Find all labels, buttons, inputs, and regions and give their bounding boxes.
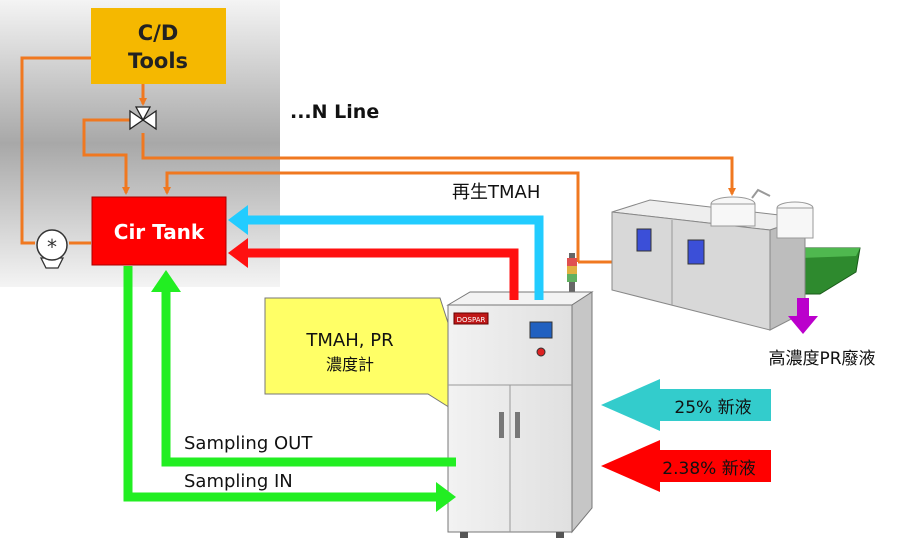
signal-tower (567, 253, 577, 297)
fresh-25-arrow: 25% 新液 (601, 379, 771, 431)
three-way-valve-icon (129, 106, 157, 131)
callout-line2: 濃度計 (326, 355, 374, 374)
regen-tmah-label: 再生TMAH (452, 182, 540, 203)
cd-tools-line1: C/D (138, 21, 179, 45)
cir-tank-box: Cir Tank (91, 196, 227, 266)
analyzer-cabinet: DOSPAR (446, 291, 594, 538)
regen-unit (611, 188, 861, 331)
orange-piping (20, 56, 736, 264)
sampling-in-label: Sampling IN (184, 471, 293, 492)
regen-window-right (687, 239, 705, 265)
pump-icon: * (36, 229, 68, 269)
fresh-238-arrow: 2.38% 新液 (601, 440, 771, 492)
return-pipe-left (20, 56, 91, 245)
door-handle-left (499, 412, 504, 438)
sampling-out-line (151, 270, 456, 467)
regen-window-left (636, 228, 652, 252)
n-line-label: ...N Line (290, 101, 379, 123)
cd-tools-line2: Tools (128, 49, 188, 73)
fresh-25-label: 25% 新液 (674, 398, 751, 418)
sampling-out-label: Sampling OUT (184, 433, 313, 454)
valve-to-regen-unit-pipe (141, 133, 736, 196)
regen-return-pipe (163, 171, 580, 262)
regen-tmah-line (228, 205, 544, 300)
pump-symbol: * (47, 235, 57, 259)
emergency-stop-button (536, 347, 546, 357)
sampling-in-line (123, 266, 456, 512)
door-handle-right (515, 412, 520, 438)
cir-tank-label: Cir Tank (114, 220, 205, 244)
red-return-line (228, 238, 519, 300)
valve-to-tank-pipe (82, 118, 132, 195)
analyzer-brand: DOSPAR (457, 316, 486, 324)
callout-line1: TMAH, PR (305, 330, 393, 351)
analyzer-screen (529, 321, 553, 339)
waste-arrow (788, 298, 818, 334)
fresh-238-label: 2.38% 新液 (662, 459, 755, 479)
waste-label: 高濃度PR廢液 (768, 349, 875, 369)
cd-tools-box: C/D Tools (91, 8, 226, 84)
